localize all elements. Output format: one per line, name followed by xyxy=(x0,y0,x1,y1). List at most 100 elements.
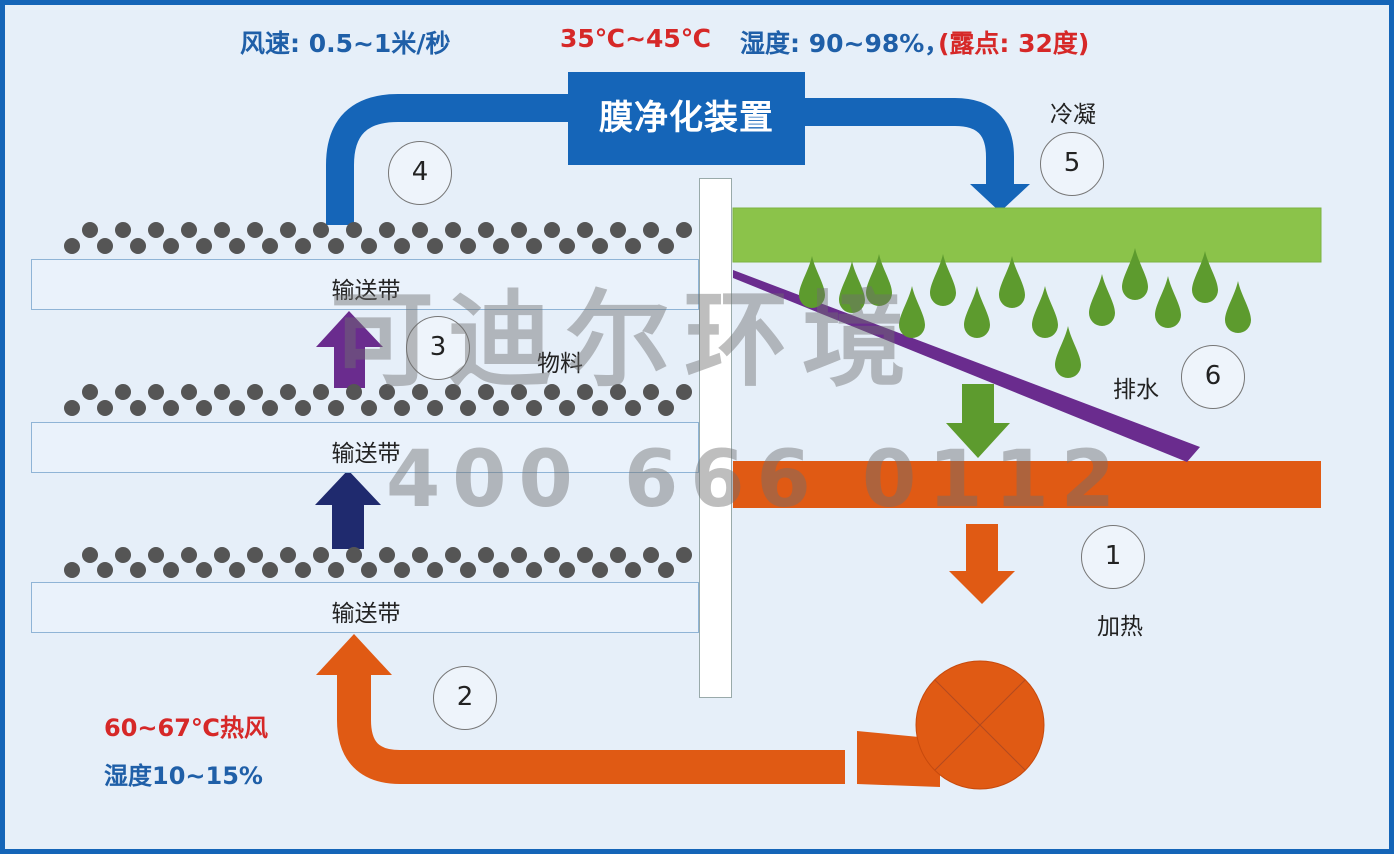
hot-air-duct xyxy=(337,672,845,784)
material-bead xyxy=(526,562,542,578)
water-drop-icon xyxy=(799,256,825,308)
material-bead xyxy=(115,222,131,238)
material-bead xyxy=(346,222,362,238)
material-bead xyxy=(412,547,428,563)
material-bead xyxy=(214,222,230,238)
material-bead xyxy=(313,384,329,400)
material-bead xyxy=(559,238,575,254)
conveyor-belt-bottom: 输送带 xyxy=(31,582,699,633)
material-bead xyxy=(196,562,212,578)
belt-label: 输送带 xyxy=(331,278,401,304)
material-bead xyxy=(229,562,245,578)
material-bead xyxy=(625,238,641,254)
material-bead xyxy=(493,562,509,578)
water-drop-icon xyxy=(1225,281,1251,333)
water-drop-icon xyxy=(1155,276,1181,328)
material-bead xyxy=(625,400,641,416)
drain-label: 排水 xyxy=(1113,377,1159,403)
material-bead xyxy=(295,238,311,254)
material-bead xyxy=(247,547,263,563)
material-bead xyxy=(379,547,395,563)
condense-duct xyxy=(805,98,1014,188)
material-bead xyxy=(97,400,113,416)
material-bead xyxy=(181,547,197,563)
material-bead xyxy=(412,384,428,400)
humidity-text: 湿度: 90~98%， xyxy=(740,29,950,58)
hot-air-arrow-up-icon xyxy=(316,634,392,675)
material-bead xyxy=(247,222,263,238)
material-bead xyxy=(658,562,674,578)
membrane-device-box: 膜净化装置 xyxy=(568,72,805,165)
material-bead xyxy=(214,547,230,563)
conveyor-belt-middle: 输送带 xyxy=(31,422,699,473)
material-bead xyxy=(148,384,164,400)
material-bead xyxy=(295,400,311,416)
water-drop-icon xyxy=(1089,274,1115,326)
arrow-down-icon xyxy=(970,184,1030,212)
step-circle-4: 4 xyxy=(388,141,452,205)
dew-point-text: (露点: 32度) xyxy=(938,29,1090,58)
material-bead xyxy=(148,222,164,238)
material-bead xyxy=(460,562,476,578)
material-bead xyxy=(592,400,608,416)
material-bead xyxy=(610,222,626,238)
step-circle-3: 3 xyxy=(406,316,470,380)
material-bead xyxy=(460,400,476,416)
material-label: 物料 xyxy=(537,351,583,377)
material-bead xyxy=(643,547,659,563)
material-bead xyxy=(262,238,278,254)
return-air-duct xyxy=(326,94,570,225)
material-bead xyxy=(610,547,626,563)
material-bead xyxy=(361,400,377,416)
material-bead xyxy=(328,562,344,578)
material-bead xyxy=(394,562,410,578)
material-bead xyxy=(478,384,494,400)
water-drop-icon xyxy=(1032,286,1058,338)
material-bead xyxy=(559,400,575,416)
step-circle-5: 5 xyxy=(1040,132,1104,196)
partition-wall xyxy=(699,178,732,698)
material-bead xyxy=(262,400,278,416)
water-drop-icon xyxy=(999,256,1025,308)
condense-label: 冷凝 xyxy=(1050,102,1096,128)
material-bead xyxy=(130,238,146,254)
material-bead xyxy=(97,562,113,578)
watermark-phone: 400 666 0112 xyxy=(386,435,1128,525)
heat-label: 加热 xyxy=(1097,614,1143,640)
material-bead xyxy=(64,562,80,578)
material-bead xyxy=(412,222,428,238)
material-bead xyxy=(379,384,395,400)
material-bead xyxy=(511,384,527,400)
material-bead xyxy=(115,384,131,400)
heater-bar xyxy=(733,461,1321,508)
material-bead xyxy=(130,562,146,578)
step-circle-2: 2 xyxy=(433,666,497,730)
heat-arrow-down-icon xyxy=(949,524,1015,604)
step-circle-1: 1 xyxy=(1081,525,1145,589)
material-bead xyxy=(163,238,179,254)
material-bead xyxy=(526,400,542,416)
hot-air-temp-text: 60~67℃热风 xyxy=(104,714,268,742)
material-bead xyxy=(592,562,608,578)
material-bead xyxy=(676,547,692,563)
water-drop-icon xyxy=(930,254,956,306)
material-bead xyxy=(610,384,626,400)
water-drop-icon xyxy=(899,286,925,338)
fan-icon xyxy=(857,660,1045,790)
material-bead xyxy=(478,222,494,238)
material-bead xyxy=(445,384,461,400)
material-bead xyxy=(658,238,674,254)
material-bead xyxy=(64,238,80,254)
material-bead xyxy=(229,400,245,416)
material-bead xyxy=(445,222,461,238)
material-bead xyxy=(427,400,443,416)
material-bead xyxy=(676,222,692,238)
material-bead xyxy=(643,222,659,238)
material-bead xyxy=(295,562,311,578)
material-bead xyxy=(379,222,395,238)
material-bead xyxy=(280,384,296,400)
drain-arrow-down-icon xyxy=(946,384,1010,458)
material-bead xyxy=(229,238,245,254)
material-bead xyxy=(82,384,98,400)
